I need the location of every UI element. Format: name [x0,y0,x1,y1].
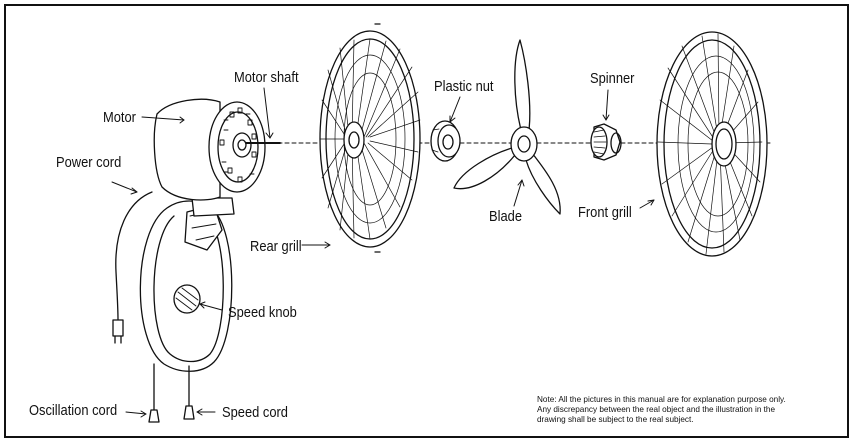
power-cord-label: Power cord [56,154,122,171]
oscillation-cord-end [148,409,160,423]
plastic-nut-label: Plastic nut [434,78,494,95]
front-grill-shape [656,31,768,257]
front-grill-label: Front grill [578,204,632,221]
blade-shape [453,39,561,215]
speed-cord-end [183,405,195,420]
motor-shaft-label: Motor shaft [234,69,299,86]
diagram-frame: Motor Motor shaft Power cord Rear grill … [4,4,849,438]
note-line-2: Any discrepancy between the real object … [537,405,776,414]
rear-grill-label: Rear grill [250,238,302,255]
leader-lines [111,87,655,418]
motor [153,98,281,201]
power-cord-line [115,191,153,321]
cords [112,191,195,423]
blade-label: Blade [489,208,523,225]
note-line-3: drawing shall be subject to the real sub… [537,415,694,424]
fan-exploded-diagram [111,23,771,423]
disclaimer-note: Note: All the pictures in this manual ar… [537,395,837,425]
spinner-shape [590,123,622,161]
motor-label: Motor [103,109,136,126]
speed-knob-label: Speed knob [228,304,297,321]
oscillation-cord-label: Oscillation cord [29,402,118,419]
speed-cord-label: Speed cord [222,404,288,421]
rear-grill-shape [319,23,421,253]
wall-bracket [139,197,235,372]
spinner-label: Spinner [590,70,635,87]
note-line-1: Note: All the pictures in this manual ar… [537,395,786,404]
plastic-nut-shape [430,120,461,162]
